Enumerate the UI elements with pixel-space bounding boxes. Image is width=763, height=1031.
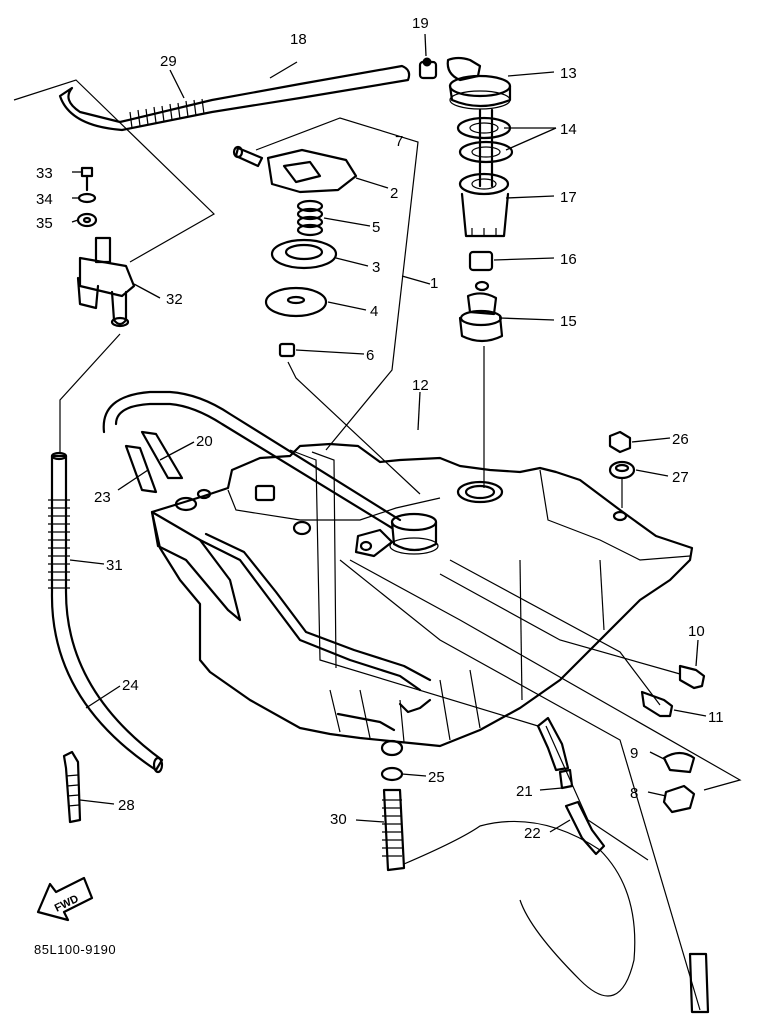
diagram-code: 85L100-9190 bbox=[34, 942, 116, 957]
callout-21: 21 bbox=[516, 783, 533, 800]
callout-22: 22 bbox=[524, 825, 541, 842]
hose-clip-19 bbox=[418, 57, 438, 80]
callout-32: 32 bbox=[166, 291, 183, 308]
callout-33: 33 bbox=[36, 165, 53, 182]
callout-8: 8 bbox=[630, 785, 638, 802]
callout-16: 16 bbox=[560, 251, 577, 268]
callout-26: 26 bbox=[672, 431, 689, 448]
callout-17: 17 bbox=[560, 189, 577, 206]
cable-tie-28 bbox=[62, 750, 82, 824]
callout-13: 13 bbox=[560, 65, 577, 82]
callout-31: 31 bbox=[106, 557, 123, 574]
callout-30: 30 bbox=[330, 811, 347, 828]
callout-7: 7 bbox=[395, 133, 403, 150]
callout-2: 2 bbox=[390, 185, 398, 202]
callout-28: 28 bbox=[118, 797, 135, 814]
callout-6: 6 bbox=[366, 347, 374, 364]
callout-5: 5 bbox=[372, 219, 380, 236]
drain-pipes bbox=[102, 390, 402, 530]
lower-right-parts bbox=[536, 430, 710, 1014]
callout-10: 10 bbox=[688, 623, 705, 640]
breather-hose bbox=[58, 64, 411, 132]
callout-25: 25 bbox=[428, 769, 445, 786]
bottom-drain-hose bbox=[380, 739, 636, 997]
leader-lines bbox=[289, 449, 742, 1011]
fuel-cock-assembly bbox=[13, 79, 215, 328]
fuel-cap-group bbox=[232, 117, 421, 495]
callout-15: 15 bbox=[560, 313, 577, 330]
forward-direction-arrow: FWD bbox=[36, 876, 94, 922]
callout-leaders bbox=[69, 33, 707, 833]
callout-34: 34 bbox=[36, 191, 53, 208]
callout-9: 9 bbox=[630, 745, 638, 762]
callout-11: 11 bbox=[708, 709, 724, 726]
callout-3: 3 bbox=[372, 259, 380, 276]
fuel-hose bbox=[48, 333, 164, 774]
fuel-level-sender-group bbox=[446, 56, 514, 488]
callout-14: 14 bbox=[560, 121, 577, 138]
callout-19: 19 bbox=[412, 15, 429, 32]
callout-29: 29 bbox=[160, 53, 177, 70]
callout-24: 24 bbox=[122, 677, 139, 694]
callout-35: 35 bbox=[36, 215, 53, 232]
callout-18: 18 bbox=[290, 31, 307, 48]
callout-1: 1 bbox=[430, 275, 438, 292]
callout-23: 23 bbox=[94, 489, 111, 506]
fuel-tank bbox=[150, 442, 694, 748]
callout-20: 20 bbox=[196, 433, 213, 450]
callout-labels: 1 2 3 4 5 6 7 8 9 10 11 12 13 14 15 16 1… bbox=[36, 15, 724, 842]
callout-27: 27 bbox=[672, 469, 689, 486]
callout-12: 12 bbox=[412, 377, 429, 394]
callout-4: 4 bbox=[370, 303, 378, 320]
